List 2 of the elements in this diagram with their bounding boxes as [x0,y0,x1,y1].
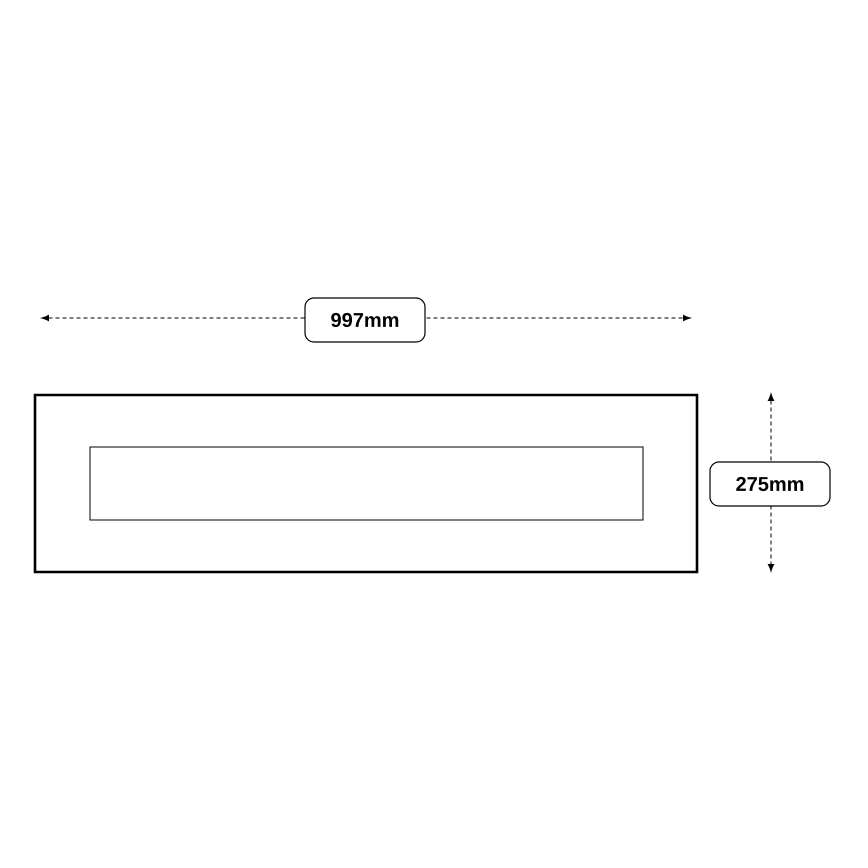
dimension-label: 275mm [709,461,831,507]
dimension-label: 997mm [304,297,426,343]
